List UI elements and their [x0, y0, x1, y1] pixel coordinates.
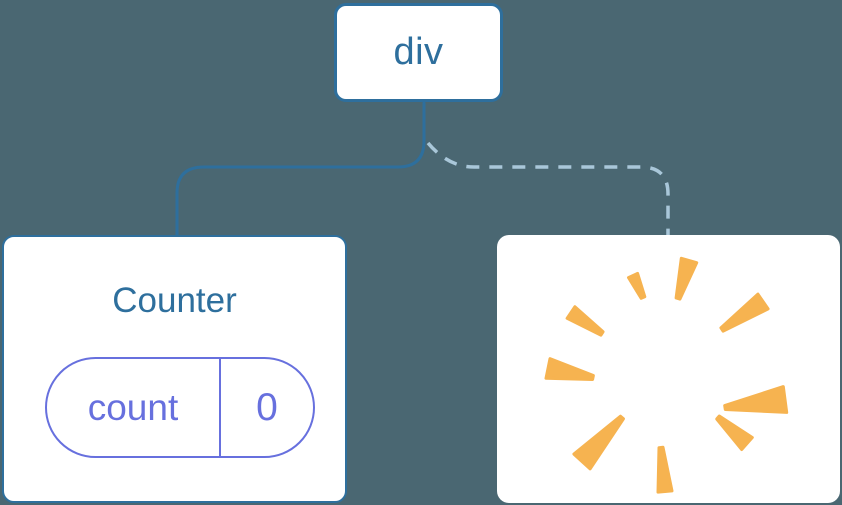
poof-burst-icon — [544, 256, 789, 494]
removed-component-card — [497, 235, 840, 503]
state-pill: count 0 — [45, 357, 315, 458]
counter-title: Counter — [112, 281, 237, 320]
counter-component-card: Counter count 0 — [2, 235, 347, 503]
dashed-branch-line — [426, 141, 670, 235]
solid-branch-line — [175, 101, 426, 237]
root-node-label: div — [393, 31, 444, 73]
root-div-node: div — [334, 3, 503, 102]
state-value-label: 0 — [256, 385, 278, 429]
state-key-label: count — [47, 359, 221, 456]
